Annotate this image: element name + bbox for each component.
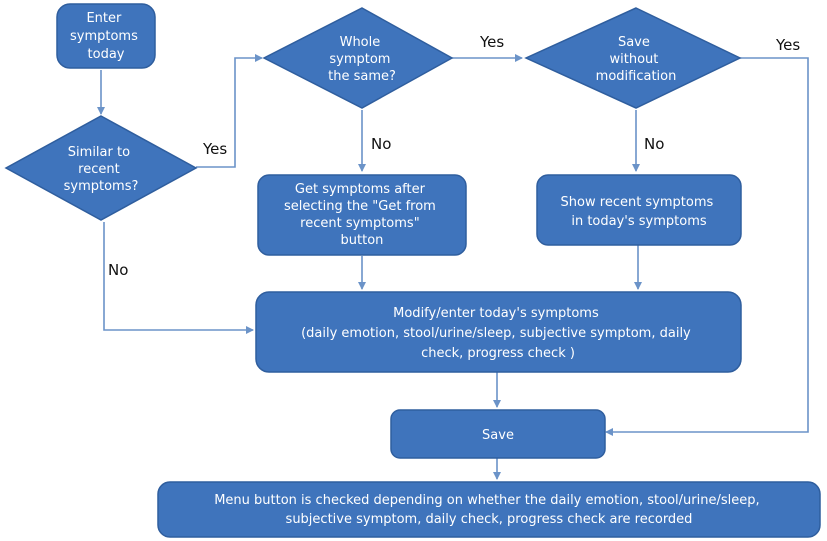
node-similar-check-line-1: Similar to bbox=[68, 145, 130, 160]
node-enter-symptoms-line-1: Enter bbox=[86, 11, 122, 26]
svg-text:Save without m: Save without modification bbox=[596, 35, 677, 84]
node-modify-enter-line-1: Modify/enter today's symptoms bbox=[393, 306, 599, 321]
node-whole-same-line-2: symptom bbox=[329, 52, 390, 67]
svg-text:Show recent symptoms i: Show recent symptoms in today's symptoms bbox=[561, 195, 718, 229]
edges bbox=[97, 54, 809, 480]
node-similar-check: Similar to recent symptoms? bbox=[4, 115, 198, 221]
label-save-without-no: No bbox=[644, 135, 664, 153]
node-get-symptoms-line-4: button bbox=[341, 233, 384, 248]
node-whole-same: Whole symptom the same? bbox=[262, 7, 454, 109]
node-whole-same-line-3: the same? bbox=[328, 69, 396, 84]
node-modify-enter-line-3: check, progress check ) bbox=[421, 346, 575, 361]
node-get-symptoms: Get symptoms after selecting the "Get fr… bbox=[257, 174, 467, 256]
node-save-without: Save without modification bbox=[524, 7, 742, 109]
svg-text:Modify/enter today's symptoms: Modify/enter today's symptoms (daily emo… bbox=[301, 306, 695, 361]
edge-labels: Yes No Yes No Yes No bbox=[108, 33, 800, 279]
node-save-without-line-3: modification bbox=[596, 69, 677, 84]
node-get-symptoms-line-3: recent symptoms" bbox=[300, 216, 420, 231]
label-whole-no: No bbox=[371, 135, 391, 153]
node-save-without-line-2: without bbox=[609, 52, 658, 67]
node-menu-button: Menu button is checked depending on whet… bbox=[157, 481, 821, 538]
node-modify-enter: Modify/enter today's symptoms (daily emo… bbox=[255, 291, 742, 373]
node-show-recent-line-1: Show recent symptoms bbox=[561, 195, 714, 210]
svg-text:Whole symptom: Whole symptom the same? bbox=[328, 35, 396, 84]
node-save-line-1: Save bbox=[482, 428, 514, 443]
svg-text:Enter symptoms: Enter symptoms today bbox=[70, 11, 142, 62]
node-show-recent-line-2: in today's symptoms bbox=[571, 214, 707, 229]
node-similar-check-line-2: recent bbox=[78, 162, 120, 177]
node-save-without-line-1: Save bbox=[618, 35, 650, 50]
edge-save-without-yes-to-save bbox=[605, 57, 809, 436]
node-whole-same-line-1: Whole bbox=[340, 35, 381, 50]
svg-text:Save: Save bbox=[482, 428, 514, 443]
node-enter-symptoms-line-3: today bbox=[88, 47, 125, 62]
node-similar-check-line-3: symptoms? bbox=[64, 179, 139, 194]
node-show-recent: Show recent symptoms in today's symptoms bbox=[536, 174, 742, 246]
svg-text:Menu button is checked dependi: Menu button is checked depending on whet… bbox=[214, 493, 764, 527]
node-save: Save bbox=[390, 409, 606, 459]
svg-text:Get symptoms after sel: Get symptoms after selecting the "Get fr… bbox=[284, 182, 440, 248]
node-get-symptoms-line-2: selecting the "Get from bbox=[284, 199, 436, 214]
label-similar-yes: Yes bbox=[202, 140, 227, 158]
node-enter-symptoms: Enter symptoms today bbox=[56, 3, 156, 69]
label-whole-yes: Yes bbox=[479, 33, 504, 51]
node-menu-button-line-2: subjective symptom, daily check, progres… bbox=[286, 512, 693, 527]
node-modify-enter-line-2: (daily emotion, stool/urine/sleep, subje… bbox=[301, 326, 691, 341]
edge-similar-yes-to-whole bbox=[196, 54, 263, 168]
nodes: Enter symptoms today Similar to recent s… bbox=[4, 3, 821, 538]
node-enter-symptoms-line-2: symptoms bbox=[70, 29, 138, 44]
node-menu-button-line-1: Menu button is checked depending on whet… bbox=[214, 493, 759, 508]
svg-text:Similar to recent: Similar to recent symptoms? bbox=[64, 145, 139, 194]
node-get-symptoms-line-1: Get symptoms after bbox=[295, 182, 426, 197]
label-similar-no: No bbox=[108, 261, 128, 279]
edge-similar-no-to-modify bbox=[103, 222, 254, 334]
label-save-without-yes: Yes bbox=[775, 36, 800, 54]
